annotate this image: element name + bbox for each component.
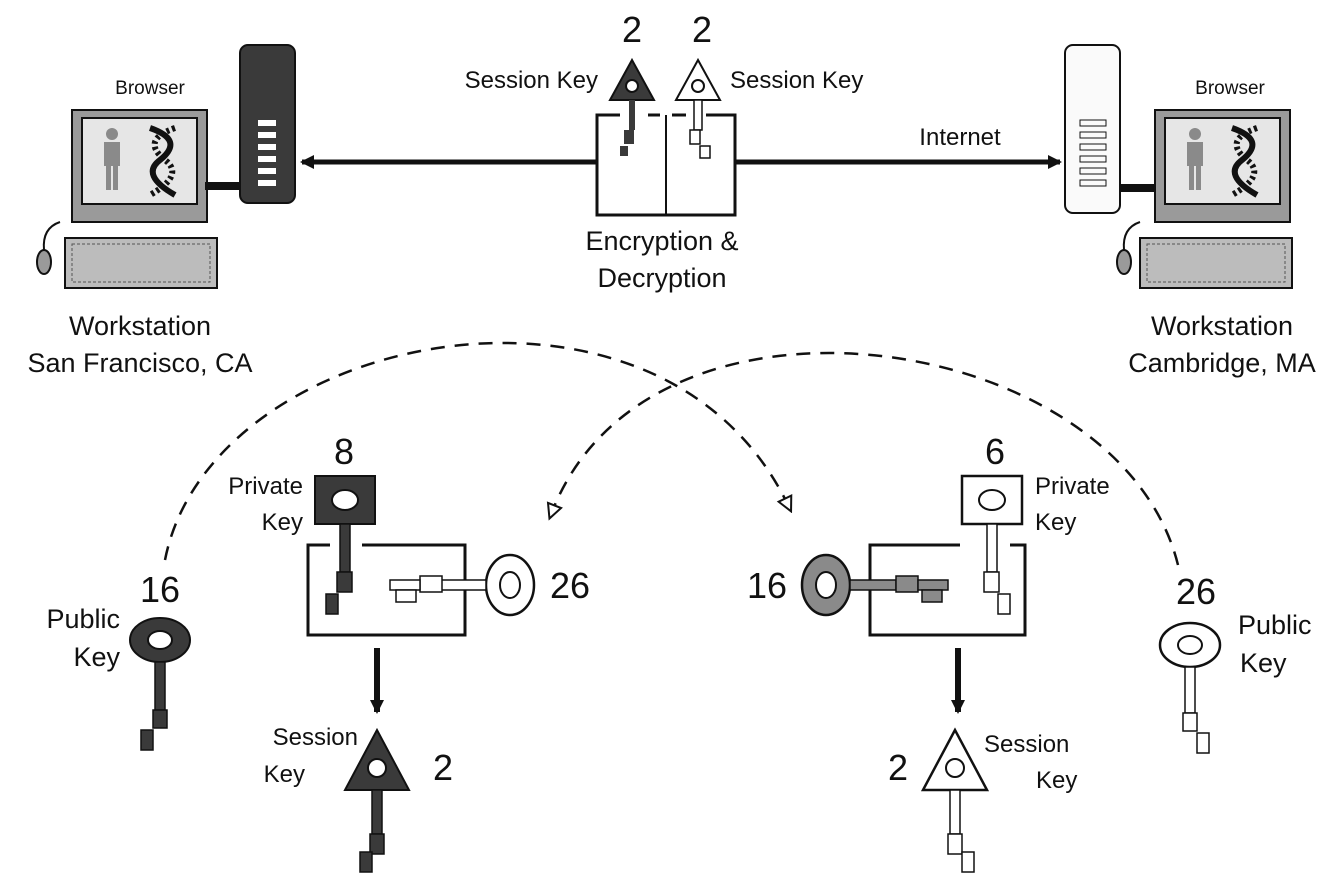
right-session-key-number: 2 (888, 747, 908, 788)
right-workstation-location: Cambridge, MA (1128, 348, 1316, 378)
left-tower (239, 44, 296, 204)
left-workstation-location: San Francisco, CA (27, 348, 252, 378)
left-private-key-number: 8 (334, 431, 354, 472)
dna-helix-icon (1230, 125, 1259, 198)
left-incoming-public-key-icon (389, 553, 536, 617)
left-private-key-label-2: Key (262, 509, 303, 536)
left-session-key-label-1: Session (273, 724, 358, 751)
right-private-key-number: 6 (985, 431, 1005, 472)
left-monitor (71, 109, 243, 223)
dark-session-key-icon (608, 57, 656, 156)
left-decrypt-box (306, 543, 467, 637)
right-public-key-icon (1158, 621, 1222, 754)
person-icon (104, 128, 120, 190)
right-decrypt-box (868, 543, 1027, 637)
left-keyboard (36, 221, 218, 289)
internet-connection: Internet (300, 124, 1062, 169)
right-private-key-icon (960, 474, 1024, 615)
left-workstation: Browser Workstation San Francisco, CA (27, 44, 296, 378)
left-private-key-icon (314, 475, 376, 615)
right-public-key-label-1: Public (1238, 610, 1312, 640)
left-session-key-icon (343, 727, 411, 873)
right-session-key-label-2: Key (1036, 767, 1077, 794)
right-key-group: 6 Private Key 16 26 Public Key (747, 431, 1312, 873)
right-session-key-icon (920, 727, 990, 873)
left-public-key-icon (129, 617, 191, 751)
light-session-key-icon (674, 57, 722, 159)
right-private-key-label-1: Private (1035, 473, 1110, 500)
left-workstation-title: Workstation (69, 311, 211, 341)
right-public-key-number: 26 (1176, 571, 1216, 612)
encryption-box: 2 2 Session Key Session Key Encryption &… (465, 9, 864, 293)
top-right-key-label: Session Key (730, 67, 863, 94)
encryption-caption-line2: Decryption (597, 263, 726, 293)
right-incoming-key-number: 16 (747, 565, 787, 606)
right-session-key-label-1: Session (984, 731, 1069, 758)
top-left-key-number: 2 (622, 9, 642, 50)
person-icon (1187, 128, 1203, 190)
right-public-key-label-2: Key (1240, 648, 1287, 678)
right-browser-label: Browser (1195, 78, 1265, 99)
encryption-caption-line1: Encryption & (585, 226, 738, 256)
left-session-key-number: 2 (433, 747, 453, 788)
internet-label: Internet (919, 124, 1001, 151)
right-tower (1064, 44, 1121, 214)
top-left-key-label: Session Key (465, 67, 598, 94)
right-incoming-public-key-icon (800, 553, 949, 617)
key-exchange-arcs (163, 341, 1180, 566)
left-browser-label: Browser (115, 78, 185, 99)
left-incoming-key-number: 26 (550, 565, 590, 606)
right-workstation: Browser Workstation Cambridge, MA (1064, 44, 1316, 378)
right-workstation-title: Workstation (1151, 311, 1293, 341)
right-keyboard (1116, 221, 1293, 289)
left-session-key-label-2: Key (264, 761, 305, 788)
left-private-key-label-1: Private (228, 473, 303, 500)
dna-helix-icon (148, 125, 177, 198)
left-key-group: 16 Public Key 8 Private Key 26 (46, 431, 590, 873)
left-public-key-label-1: Public (46, 604, 120, 634)
left-public-key-number: 16 (140, 569, 180, 610)
right-private-key-label-2: Key (1035, 509, 1076, 536)
right-monitor (1120, 109, 1291, 223)
top-right-key-number: 2 (692, 9, 712, 50)
left-public-key-label-2: Key (73, 642, 120, 672)
